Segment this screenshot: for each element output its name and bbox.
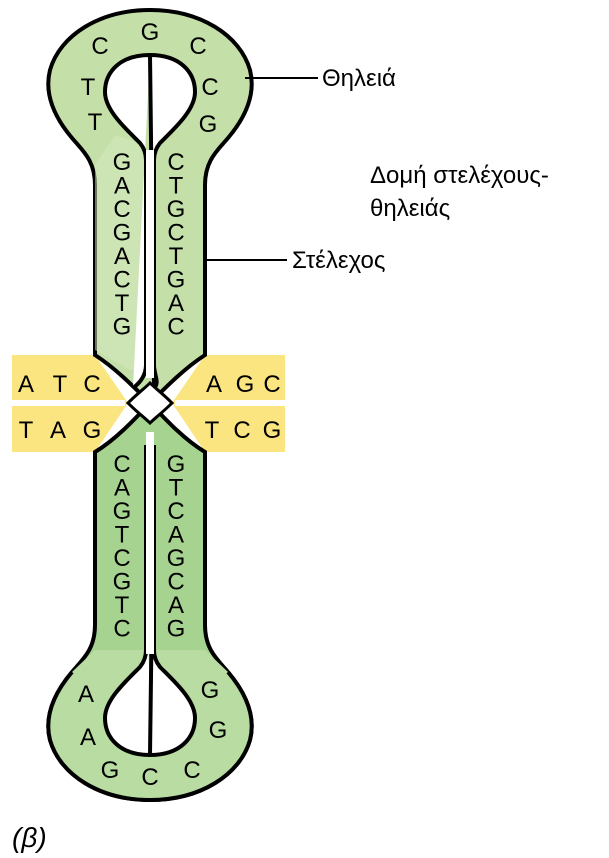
top-stem-right-nt-8: C xyxy=(167,314,184,341)
duplex-top-left-nt-2: T xyxy=(53,371,68,398)
top-loop-nt-7: G xyxy=(199,111,218,138)
top-loop-nt-6: T xyxy=(88,109,103,136)
duplex-bottom-left-nt-3: G xyxy=(83,417,102,444)
loop-label: Θηλειά xyxy=(322,65,396,92)
top-loop-nt-1: C xyxy=(91,33,108,60)
bottom-stem-left-nt-8: C xyxy=(113,616,130,643)
bottom-loop-nt-7: C xyxy=(183,757,200,784)
bottom-loop-nt-3: G xyxy=(101,757,120,784)
stem-label: Στέλεχος xyxy=(292,247,385,274)
top-loop-nt-3: C xyxy=(189,33,206,60)
bottom-loop-nt-5: G xyxy=(201,677,220,704)
duplex-bottom-right-nt-2: C xyxy=(233,417,250,444)
duplex-bottom-right-nt-3: G xyxy=(263,417,282,444)
duplex-top-left-nt-1: A xyxy=(18,371,34,398)
bottom-loop-nt-4: C xyxy=(141,764,158,791)
duplex-top-right-nt-3: C xyxy=(263,371,280,398)
bottom-loop-nt-2: A xyxy=(80,724,96,751)
top-hairpin xyxy=(48,10,252,403)
bottom-stem-gap xyxy=(146,432,154,654)
top-loop-nt-2: G xyxy=(141,19,160,46)
structure-label-line1: Δομή στελέχους- xyxy=(370,162,549,189)
top-stem-gap xyxy=(146,150,154,378)
structure-label-line2: θηλειάς xyxy=(370,195,450,222)
panel-label: (β) xyxy=(12,822,47,853)
bottom-loop-nt-1: A xyxy=(78,681,94,708)
top-loop-nt-4: T xyxy=(81,74,96,101)
duplex-bottom-left-nt-2: A xyxy=(50,417,66,444)
duplex-bottom-left-nt-1: T xyxy=(19,417,34,444)
top-stem-left-nt-8: G xyxy=(113,314,132,341)
duplex-bottom-right-nt-1: T xyxy=(205,417,220,444)
top-loop-nt-5: C xyxy=(201,74,218,101)
duplex-top-right-nt-2: G xyxy=(236,371,255,398)
bottom-stem-right-nt-8: G xyxy=(167,616,186,643)
duplex-top-right-nt-1: A xyxy=(206,371,222,398)
bottom-loop-nt-6: G xyxy=(209,717,228,744)
duplex-top-left-nt-3: C xyxy=(83,371,100,398)
